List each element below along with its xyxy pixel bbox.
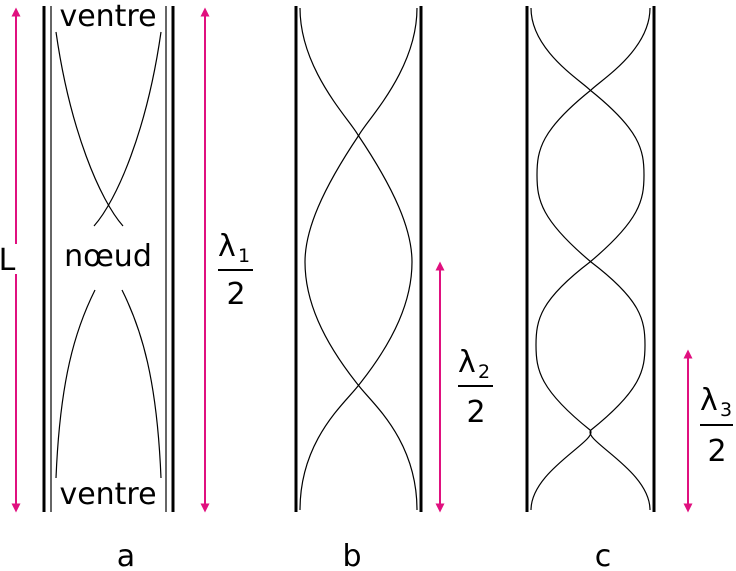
panel-c: λ 3 2 c [525,6,733,571]
panel-a: ventre nœud ventre L λ 1 2 a [0,0,253,571]
caption-c: c [595,539,612,571]
wave-curve-lower-left [55,289,96,479]
fraction-c-index: 3 [720,399,732,421]
fraction-a-symbol: λ [218,229,236,264]
antinode-top-label: ventre [59,0,156,34]
wave-curve-right [304,7,418,511]
wave-curve-left [299,7,413,511]
node-label: nœud [64,239,152,274]
fraction-b-symbol: λ [458,345,476,380]
fraction-b-index: 2 [478,361,490,383]
fraction-a-index: 1 [238,245,250,267]
wave-curve-right [536,7,651,511]
fraction-b: λ 2 2 [458,345,493,430]
caption-b: b [342,539,361,571]
fraction-c-symbol: λ [700,383,718,418]
fraction-b-denominator: 2 [466,395,485,430]
fraction-c-denominator: 2 [707,434,726,469]
length-label: L [0,243,16,278]
fraction-a-denominator: 2 [226,277,245,312]
fraction-c: λ 3 2 [700,383,733,469]
caption-a: a [117,539,135,571]
wave-curve-lower-right [121,289,162,479]
antinode-bottom-label: ventre [59,477,156,512]
wave-curve-upper-left [55,31,124,227]
fraction-a: λ 1 2 [218,229,253,312]
wave-curve-upper-right [93,31,162,227]
panel-b: λ 2 2 b [294,6,493,571]
